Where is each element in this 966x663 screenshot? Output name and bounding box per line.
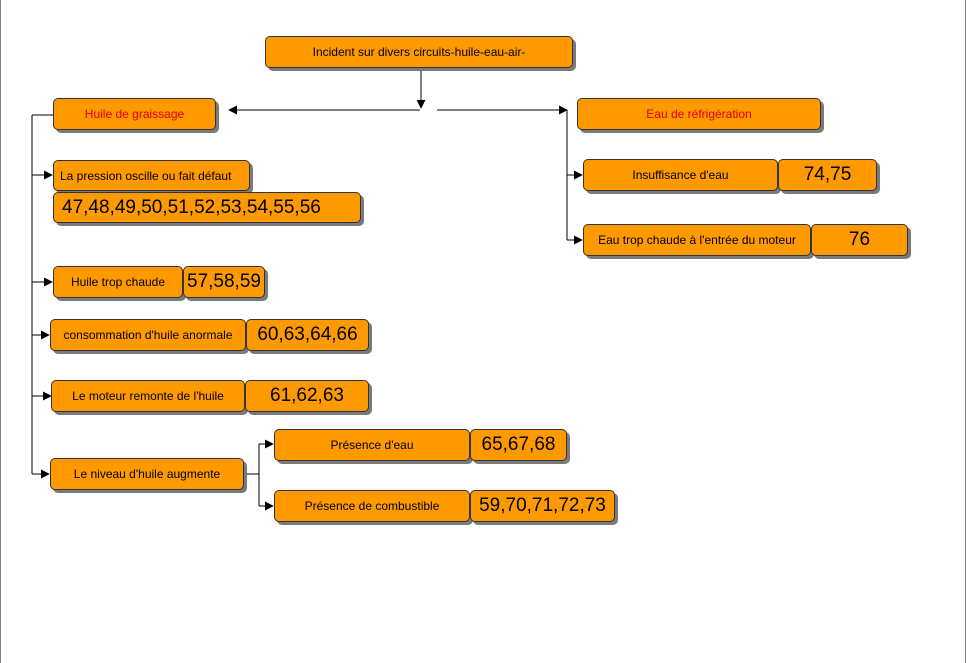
water-insufficient-node: Insuffisance d'eau xyxy=(583,159,778,191)
oil-rising-refs: 61,62,63 xyxy=(245,380,369,412)
water-title-node: Eau de réfrigération xyxy=(577,98,821,130)
oil-hot-node: Huile trop chaude xyxy=(53,266,183,298)
oil-level-node: Le niveau d'huile augmente xyxy=(50,458,244,490)
level-water-refs: 65,67,68 xyxy=(470,429,567,461)
root-node: Incident sur divers circuits-huile-eau-a… xyxy=(265,36,573,68)
water-hot-node: Eau trop chaude à l'entrée du moteur xyxy=(583,224,811,256)
level-fuel-refs: 59,70,71,72,73 xyxy=(470,490,615,522)
oil-pressure-node: La pression oscille ou fait défaut xyxy=(53,160,250,191)
water-hot-refs: 76 xyxy=(811,224,908,256)
level-water-node: Présence d'eau xyxy=(274,429,470,461)
oil-consumption-node: consommation d'huile anormale xyxy=(50,319,246,351)
oil-consumption-refs: 60,63,64,66 xyxy=(246,319,369,351)
oil-hot-refs: 57,58,59 xyxy=(183,266,265,298)
oil-pressure-refs: 47,48,49,50,51,52,53,54,55,56 xyxy=(53,192,361,223)
oil-title-node: Huile de graissage xyxy=(53,98,216,130)
water-insufficient-refs: 74,75 xyxy=(778,159,877,191)
oil-rising-node: Le moteur remonte de l'huile xyxy=(51,380,245,412)
level-fuel-node: Présence de combustible xyxy=(274,490,470,522)
